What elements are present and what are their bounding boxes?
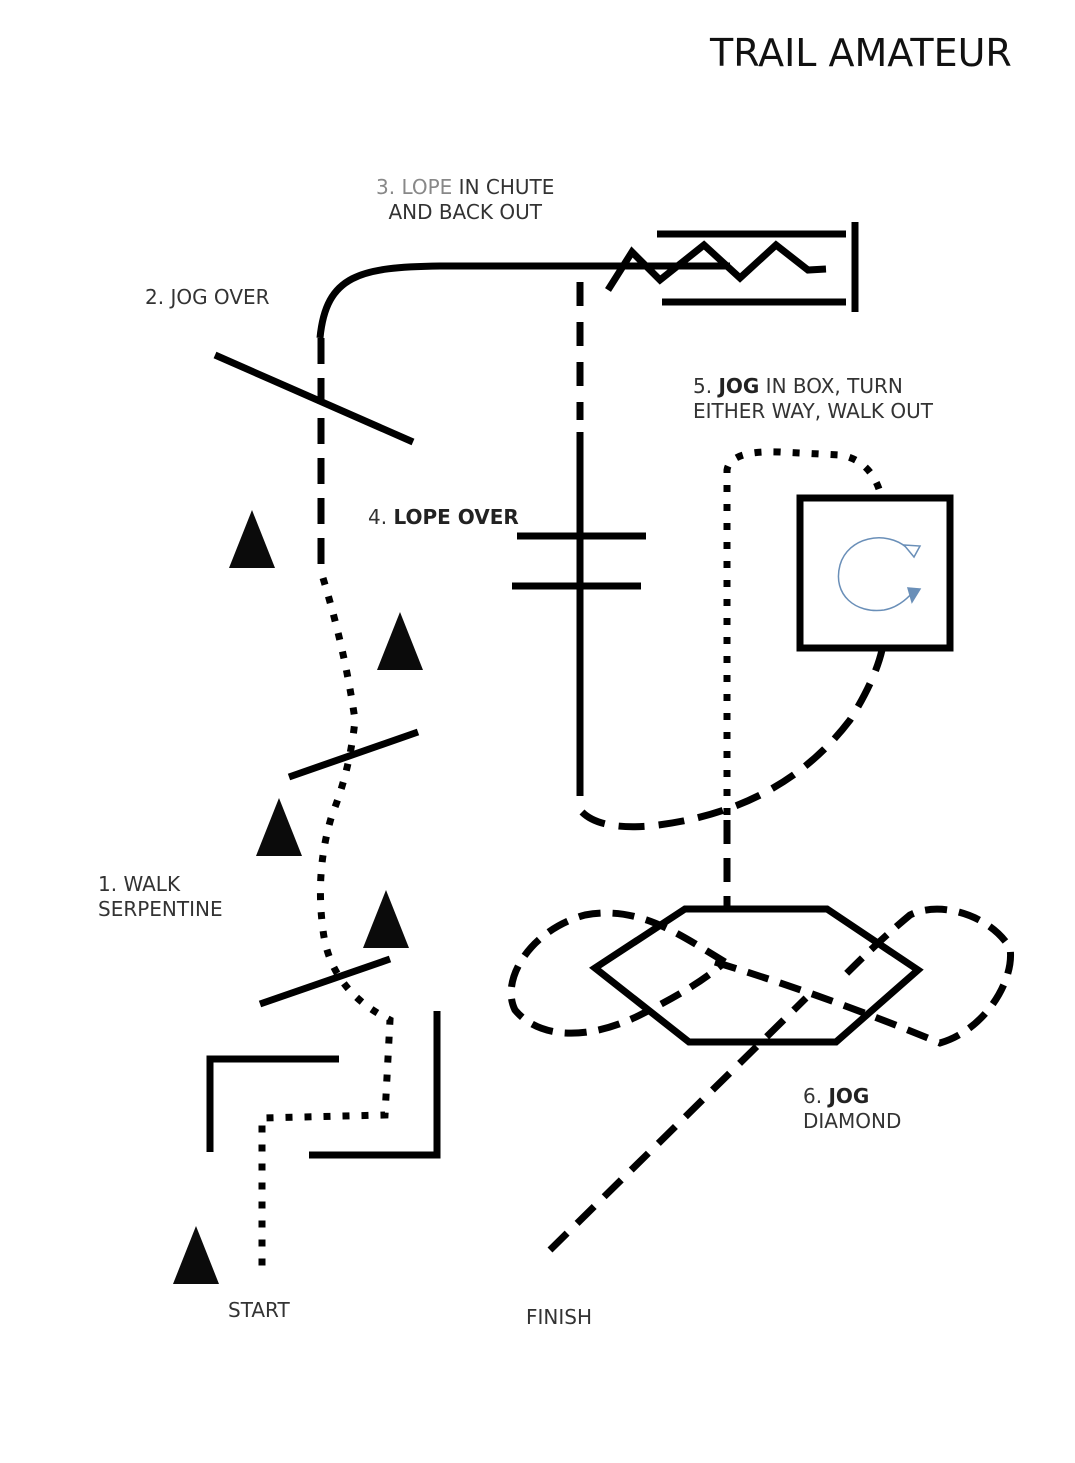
label-step-3-line1: IN CHUTE xyxy=(452,175,555,199)
label-step-1-line1: 1. WALK xyxy=(98,872,181,896)
label-step-1-line2: SERPENTINE xyxy=(98,897,223,921)
label-step-6-gait: JOG xyxy=(828,1084,870,1108)
label-step-3: 3. LOPE IN CHUTE AND BACK OUT xyxy=(376,175,554,225)
cone-icon xyxy=(363,890,409,948)
label-step-1: 1. WALK SERPENTINE xyxy=(98,872,223,922)
finish-exit-path xyxy=(547,995,809,1253)
jog-diamond-hexagon xyxy=(589,905,924,1046)
serpentine-pole-upper xyxy=(287,728,420,781)
lope-to-box-path xyxy=(579,649,886,831)
jog-over-pole xyxy=(213,351,415,446)
label-step-5-line2: EITHER WAY, WALK OUT xyxy=(693,399,933,423)
label-step-3-line2: AND BACK OUT xyxy=(388,200,542,224)
cone-icon xyxy=(377,612,423,670)
diamond-loop-right xyxy=(713,905,1015,1047)
chute-zigzag-path xyxy=(605,240,827,292)
label-step-5-line1: IN BOX, TURN xyxy=(759,374,903,398)
label-step-5: 5. JOG IN BOX, TURN EITHER WAY, WALK OUT xyxy=(693,374,933,424)
label-step-4-num: 4. xyxy=(368,505,388,529)
label-step-6-line2: DIAMOND xyxy=(803,1109,902,1133)
label-step-4: 4. LOPE OVER xyxy=(368,505,519,530)
cone-icon xyxy=(256,798,302,856)
l-obstacle-left xyxy=(206,1055,339,1152)
serpentine-pole-lower xyxy=(258,955,392,1008)
path-to-chute xyxy=(316,262,730,339)
cone-icon xyxy=(173,1226,219,1284)
turn-either-way-icon xyxy=(837,537,922,612)
label-step-5-gait: JOG xyxy=(718,374,760,398)
box-approach-dotted-path xyxy=(723,448,884,815)
serpentine-dotted-path xyxy=(258,576,394,1268)
label-finish: FINISH xyxy=(526,1305,592,1329)
label-start: START xyxy=(228,1298,290,1322)
label-step-5-num: 5. xyxy=(693,374,713,398)
label-step-6: 6. JOG DIAMOND xyxy=(803,1084,901,1134)
label-step-3-prefix: 3. LOPE xyxy=(376,175,453,199)
cone-icon xyxy=(229,510,275,568)
label-step-6-num: 6. xyxy=(803,1084,823,1108)
label-step-2: 2. JOG OVER xyxy=(145,285,270,309)
label-step-4-gait: LOPE OVER xyxy=(393,505,519,529)
l-obstacle-right xyxy=(309,1011,441,1159)
diamond-loop-left xyxy=(507,909,728,1037)
page-title: TRAIL AMATEUR xyxy=(710,31,1012,75)
turn-box xyxy=(796,494,954,652)
